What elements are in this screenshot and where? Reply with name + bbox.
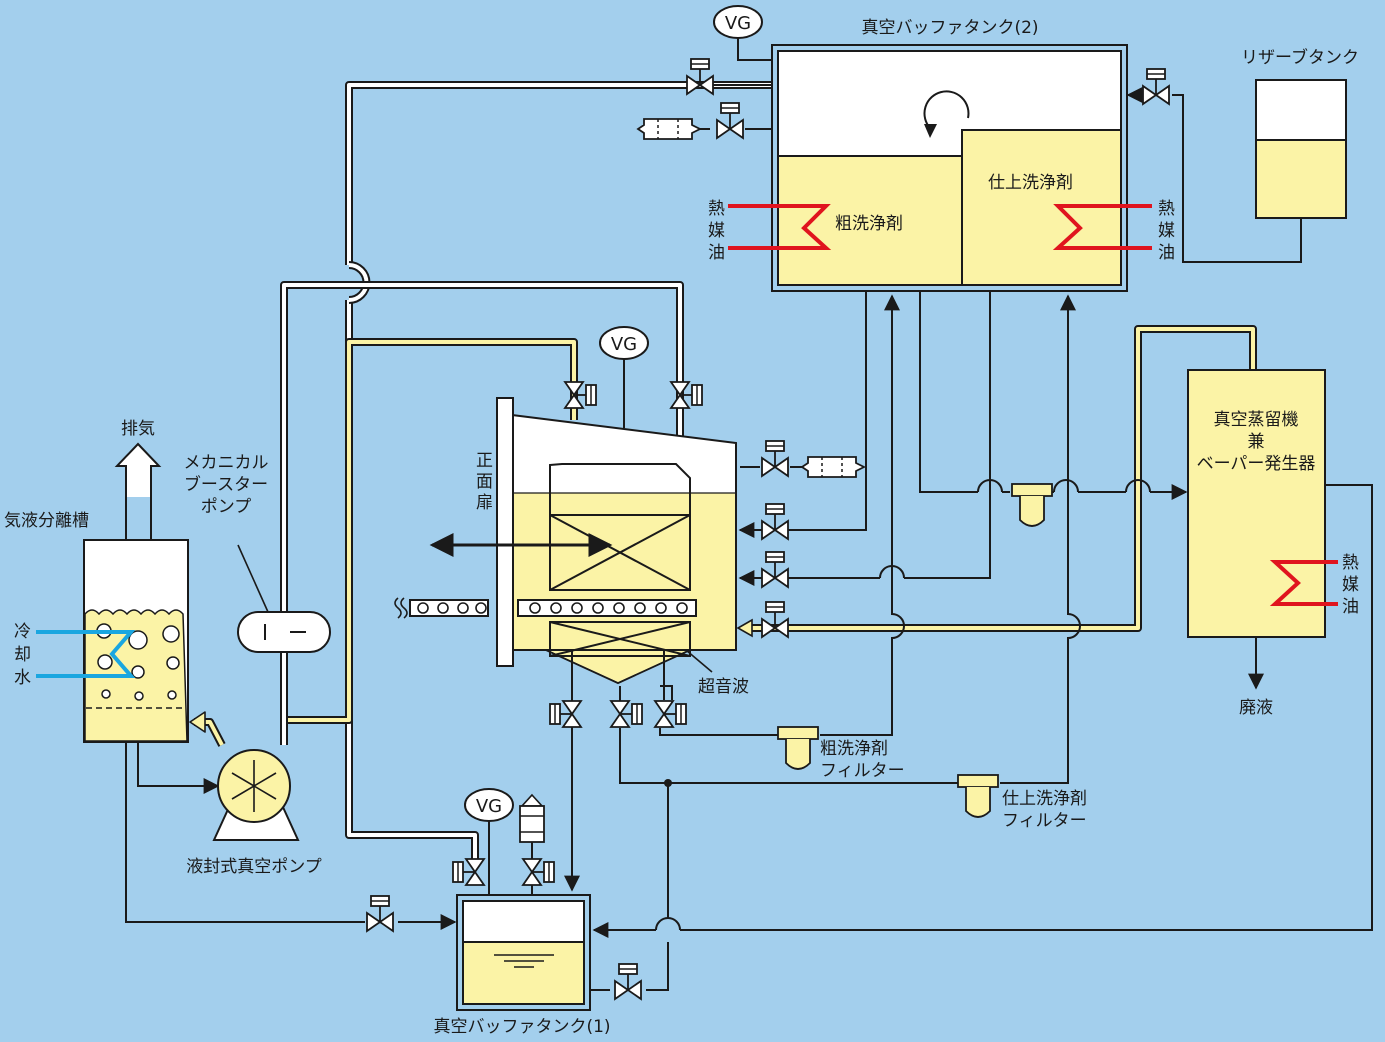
valve-icon [614, 963, 642, 1000]
front-door-label-2: 面 [476, 472, 493, 492]
finish-filter-label-2: フィルター [1002, 811, 1087, 831]
gate-valve-icon [610, 700, 643, 728]
distiller-label-1: 真空蒸留機 [1214, 410, 1299, 430]
silencer-icon [801, 456, 865, 478]
thermal-oil-right-1: 熱 [1158, 199, 1175, 219]
svg-text:VG: VG [611, 334, 637, 355]
liquid-pipes [189, 325, 1257, 747]
svg-text:VG: VG [476, 796, 502, 817]
exhaust-arrow-icon: 排気 [114, 419, 162, 497]
finish-filter-label-1: 仕上洗浄剤 [1002, 789, 1087, 809]
booster-label-3: ポンプ [201, 497, 252, 517]
thermal-oil-left-3: 油 [708, 243, 725, 263]
gate-valve-icon [670, 381, 703, 409]
booster-label-1: メカニカル [184, 453, 269, 473]
distiller-label-3: ベーパー発生器 [1197, 454, 1316, 474]
reserve-tank-label: リザーブタンク [1241, 47, 1359, 68]
pump-icon: 液封式真空ポンプ [186, 749, 322, 877]
thermal-oil-left-1: 熱 [708, 199, 725, 219]
washing-chamber: 正 面 扉 超音波 [394, 397, 749, 697]
silencer-icon [637, 118, 701, 140]
front-door-label-1: 正 [476, 451, 493, 471]
cooling-water-3: 水 [14, 668, 31, 688]
vacuum-gauge-icon: VG [713, 5, 763, 39]
valve-icon [1142, 68, 1170, 105]
cooling-water-2: 却 [14, 645, 31, 665]
gate-valve-icon [549, 700, 583, 728]
liquid-ring-pump-label: 液封式真空ポンプ [186, 857, 322, 877]
tank1-label: 真空バッファタンク(1) [433, 1017, 610, 1037]
signal-lines [125, 38, 1373, 991]
gate-valve-icon [564, 381, 597, 409]
valve-icon [761, 440, 789, 477]
valve-icon [761, 503, 789, 540]
thermal-oil-right-2: 媒 [1158, 221, 1175, 241]
distiller-oil-1: 熱 [1342, 553, 1359, 573]
cooler-coil-icon [36, 630, 136, 678]
cooling-water-1: 冷 [14, 622, 31, 642]
heater-coil-icon [728, 204, 832, 250]
reserve-tank: リザーブタンク [1241, 47, 1359, 219]
valve-icon [761, 551, 789, 588]
gas-liquid-separator: 冷 却 水 気液分離槽 [4, 511, 189, 743]
valve-icon [366, 895, 394, 932]
filter-icon [957, 774, 999, 818]
thermal-oil-right-3: 油 [1158, 243, 1175, 263]
vacuum-gauge-icon: VG [464, 788, 514, 822]
relief-valve-icon [519, 793, 545, 843]
finish-detergent-label: 仕上洗浄剤 [988, 173, 1073, 193]
vacuum-gauge-icon: VG [599, 326, 649, 360]
distiller-label-2: 兼 [1248, 432, 1265, 452]
vacuum-buffer-tank-2: 真空バッファタンク(2) 粗洗浄剤 仕上洗浄剤 熱 媒 油 熱 媒 油 [708, 18, 1175, 292]
exhaust-label: 排気 [121, 419, 155, 439]
ultrasonic-label: 超音波 [698, 677, 749, 697]
front-door-label-3: 扉 [476, 493, 493, 513]
separator-label: 気液分離槽 [4, 511, 89, 531]
gate-valve-icon [452, 858, 486, 886]
rough-filter-label-2: フィルター [820, 761, 905, 781]
booster-label-2: ブースター [184, 474, 268, 495]
rough-filter-label-1: 粗洗浄剤 [820, 739, 888, 759]
rough-detergent-label: 粗洗浄剤 [835, 214, 903, 234]
distiller-oil-3: 油 [1342, 597, 1359, 617]
gate-valve-icon [522, 858, 555, 886]
thermal-oil-left-2: 媒 [708, 221, 725, 241]
booster-pump: メカニカル ブースター ポンプ [184, 453, 331, 653]
distiller-oil-2: 媒 [1342, 575, 1359, 595]
filter-icon [777, 726, 819, 770]
valve-icon [716, 102, 744, 139]
svg-text:VG: VG [725, 13, 751, 34]
heater-coil-icon [1052, 204, 1152, 250]
vacuum-buffer-tank-1: 真空バッファタンク(1) [433, 894, 611, 1037]
waste-liquid-label: 廃液 [1239, 698, 1273, 718]
gate-valve-icon [654, 700, 687, 728]
filter-icon [1011, 483, 1053, 527]
tank2-label: 真空バッファタンク(2) [861, 18, 1038, 38]
vacuum-distiller: 真空蒸留機 兼 ベーパー発生器 熱 媒 油 廃液 [1187, 369, 1359, 718]
heater-coil-icon [1269, 560, 1338, 606]
